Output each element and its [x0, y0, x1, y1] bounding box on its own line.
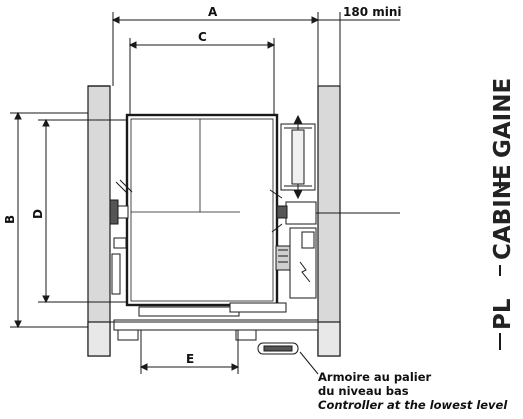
dimension-c — [128, 38, 276, 118]
cabin — [125, 113, 279, 307]
landing-controller — [257, 342, 319, 375]
note-en: Controller at the lowest level — [318, 398, 508, 412]
right-wall — [317, 85, 341, 357]
right-guide-rail — [269, 189, 400, 233]
dimension-d — [38, 118, 130, 304]
vertical-labels: GAINE CABINE PL — [478, 48, 522, 358]
door-assembly — [110, 302, 319, 341]
label-pl: PL — [490, 298, 516, 330]
label-clearance: 180 mini — [343, 5, 402, 19]
label-e: E — [186, 352, 194, 366]
label-cabine: CABINE — [490, 164, 516, 260]
label-gaine: GAINE — [490, 78, 516, 158]
dimension-b — [10, 111, 88, 329]
dimension-a — [111, 12, 320, 86]
left-guide-rail — [109, 179, 133, 295]
label-c: C — [198, 30, 207, 44]
dimension-clearance — [318, 12, 400, 86]
counterweight — [280, 114, 316, 200]
controller-note: Armoire au palier du niveau bas Controll… — [318, 370, 507, 412]
dimension-e — [139, 330, 240, 374]
label-b: B — [3, 215, 17, 224]
note-fr-line1: Armoire au palier — [318, 370, 432, 384]
label-a: A — [208, 5, 218, 19]
left-wall — [87, 85, 111, 357]
shaft-walls — [87, 85, 341, 357]
machine-unit — [275, 227, 317, 299]
note-fr-line2: du niveau bas — [318, 384, 409, 398]
label-d: D — [31, 209, 45, 219]
